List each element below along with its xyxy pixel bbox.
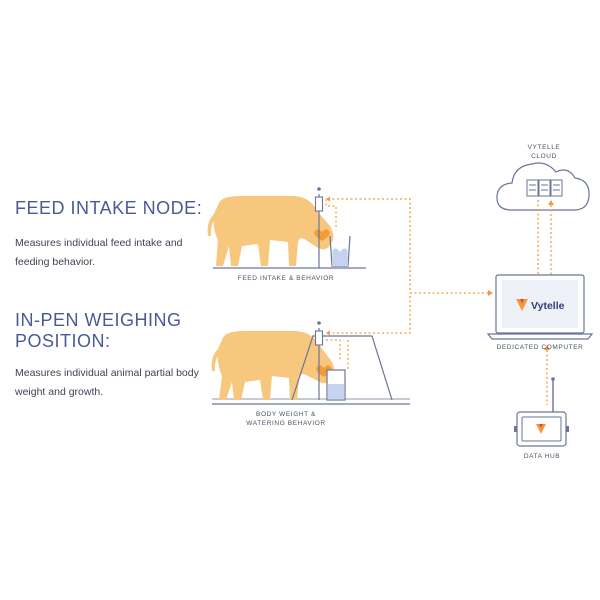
- heart-icon: [314, 229, 330, 241]
- data-hub-caption: DATA HUB: [523, 453, 561, 460]
- feed-link-dotted: [328, 198, 411, 293]
- feed-link-inner: [325, 199, 337, 230]
- feed-antenna-box: [314, 196, 324, 212]
- water-level: [328, 384, 344, 399]
- weighing-node: [211, 293, 411, 405]
- feed-intake-caption: FEED INTAKE & BEHAVIOR: [237, 275, 335, 282]
- feed-antenna-tip: [317, 187, 321, 191]
- cow-icon: [211, 331, 335, 400]
- vytelle-logo-icon: [516, 299, 528, 311]
- feed-intake-description: Measures individual feed intake and feed…: [15, 237, 183, 268]
- in-pen-weighing-title-line1: IN-PEN WEIGHING: [15, 310, 182, 330]
- server-icon: [526, 179, 563, 197]
- feed-link-arrow: [326, 196, 330, 202]
- cow-icon: [207, 196, 334, 266]
- feed-bin-content: [332, 248, 348, 266]
- vytelle-cloud-caption: VYTELLE CLOUD: [514, 143, 574, 161]
- weigh-antenna-box: [314, 330, 324, 346]
- body-weight-caption-line1: BODY WEIGHT &: [256, 411, 316, 418]
- weigh-antenna-tip: [317, 321, 321, 325]
- vytelle-cloud-caption-line2: CLOUD: [531, 153, 557, 160]
- weigh-link-dotted: [328, 293, 411, 334]
- dedicated-computer-caption: DEDICATED COMPUTER: [496, 344, 584, 351]
- cloud-link-up-arrow: [548, 200, 554, 205]
- body-weight-caption: BODY WEIGHT & WATERING BEHAVIOR: [226, 410, 346, 428]
- weigh-frame: [291, 335, 393, 401]
- body-weight-caption-line2: WATERING BEHAVIOR: [246, 420, 326, 427]
- hub-link-arrow: [544, 345, 550, 350]
- in-pen-weighing-title: IN-PEN WEIGHING POSITION:: [15, 310, 182, 352]
- vytelle-cloud-caption-line1: VYTELLE: [527, 144, 561, 151]
- feed-intake-title: FEED INTAKE NODE:: [15, 198, 203, 218]
- main-link-arrow: [488, 290, 493, 296]
- laptop-icon: [486, 274, 594, 340]
- in-pen-weighing-title-line2: POSITION:: [15, 331, 111, 351]
- in-pen-weighing-description: Measures individual animal partial body …: [15, 367, 199, 398]
- data-hub-icon: [514, 377, 569, 447]
- weigh-link-arrow: [326, 330, 330, 336]
- vytelle-brand-text: Vytelle: [531, 300, 565, 312]
- cloud-icon: [496, 162, 590, 211]
- weigh-link-inner: [326, 339, 349, 370]
- feed-intake-node: [207, 187, 411, 293]
